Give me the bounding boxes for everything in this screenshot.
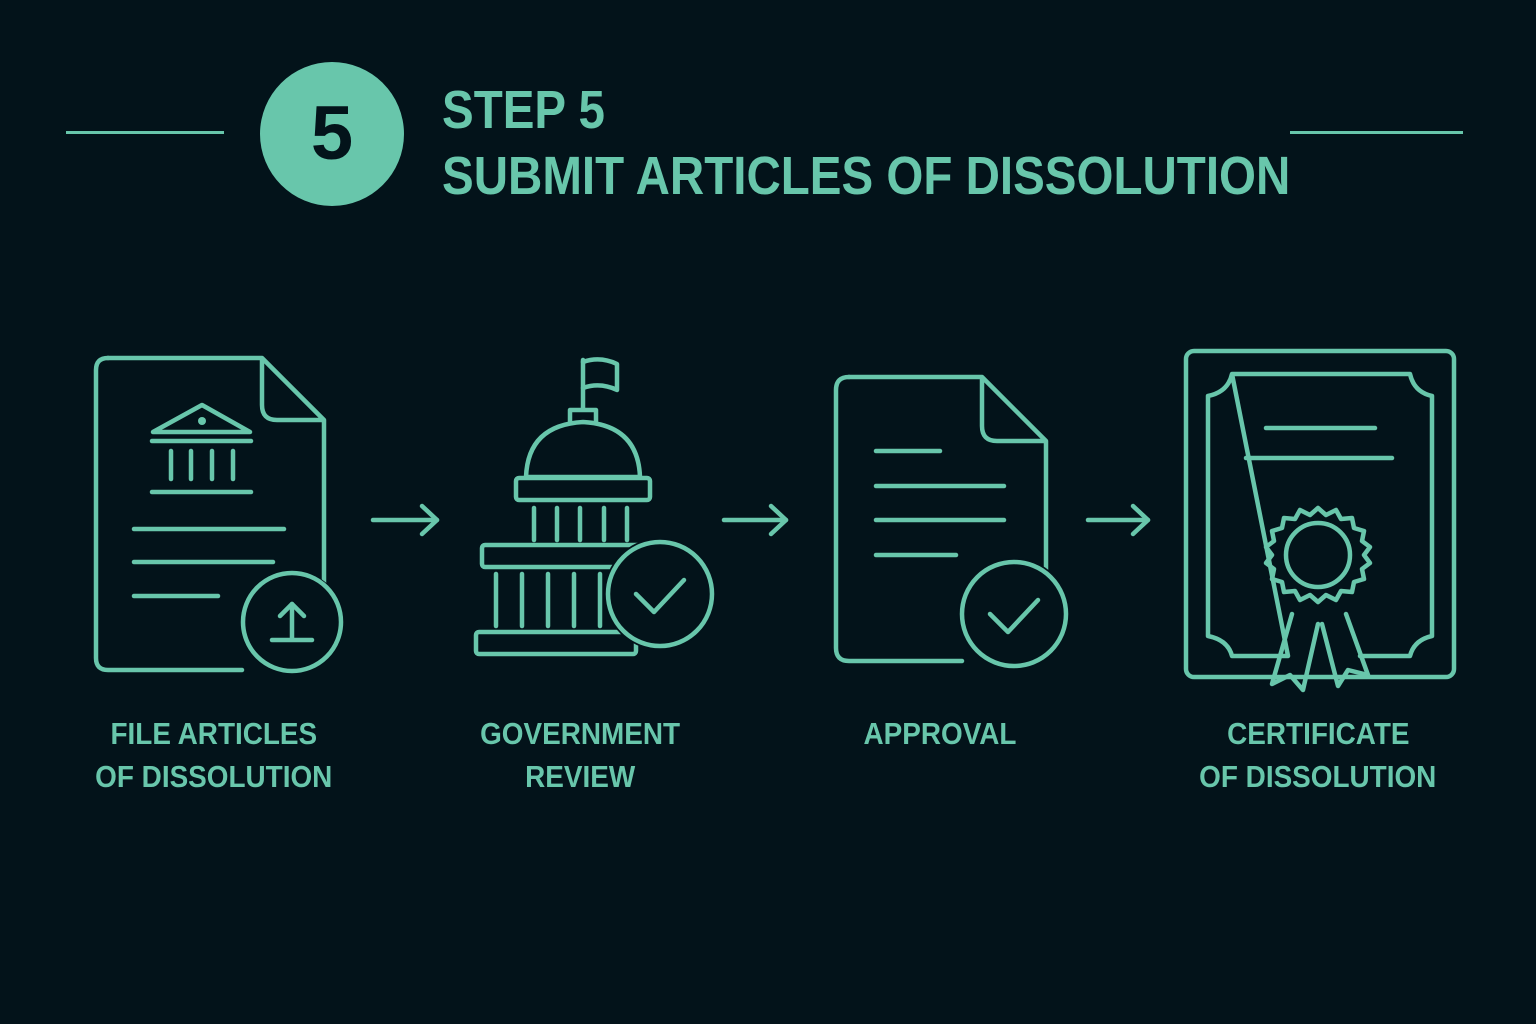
header-rule-right xyxy=(1290,131,1463,134)
arrow-right-icon xyxy=(1085,503,1151,537)
document-check-icon xyxy=(833,374,1070,670)
certificate-ribbon-icon xyxy=(1183,348,1457,693)
document-upload-icon xyxy=(93,355,344,674)
step-number: 5 xyxy=(310,91,354,176)
header-rule-left xyxy=(66,131,224,134)
step-label-certificate: CERTIFICATE OF DISSOLUTION xyxy=(1168,712,1468,798)
step-title: SUBMIT ARTICLES OF DISSOLUTION xyxy=(442,146,1291,206)
arrow-right-icon xyxy=(721,503,789,537)
step-label: STEP 5 xyxy=(442,80,605,140)
step-1-line-2: OF DISSOLUTION xyxy=(95,759,333,794)
step-label-approval: APPROVAL xyxy=(790,712,1090,798)
step-label-file-articles: FILE ARTICLES OF DISSOLUTION xyxy=(64,712,364,798)
step-2-line-2: REVIEW xyxy=(524,759,636,794)
step-1-line-1: FILE ARTICLES xyxy=(110,716,318,751)
step-number-badge: 5 xyxy=(260,62,404,206)
step-2-line-1: GOVERNMENT xyxy=(480,716,680,751)
step-4-line-1: CERTIFICATE xyxy=(1226,716,1410,751)
step-3-line-1: APPROVAL xyxy=(863,716,1017,751)
step-4-line-2: OF DISSOLUTION xyxy=(1199,759,1437,794)
arrow-right-icon xyxy=(370,503,440,537)
step-heading: STEP 5 SUBMIT ARTICLES OF DISSOLUTION xyxy=(442,78,1406,208)
step-label-government-review: GOVERNMENT REVIEW xyxy=(430,712,730,798)
capitol-check-icon xyxy=(473,357,716,657)
